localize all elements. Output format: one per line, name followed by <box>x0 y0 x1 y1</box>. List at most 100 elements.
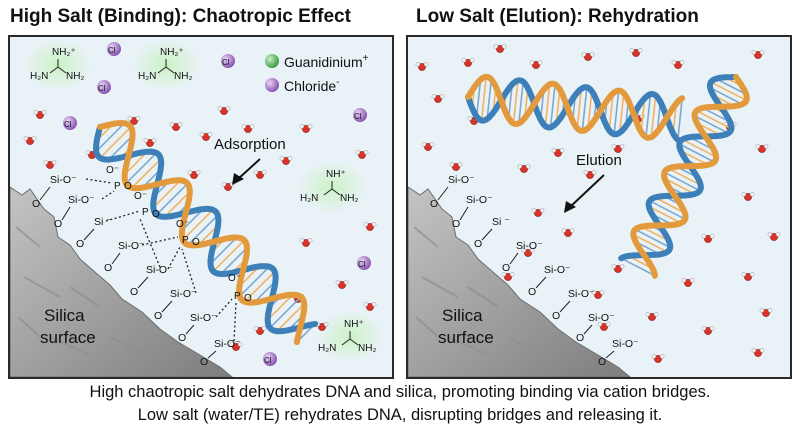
svg-text:Si-O⁻: Si-O⁻ <box>170 288 197 300</box>
dna-base-pair <box>576 88 583 129</box>
svg-text:H₂N: H₂N <box>138 71 156 82</box>
svg-text:Si-O⁻: Si-O⁻ <box>214 338 241 350</box>
dna-base-pair <box>512 80 519 124</box>
silica-surface-label: Silica <box>442 306 483 325</box>
dna-base-pair <box>181 208 204 231</box>
dna-base-pair <box>187 214 219 246</box>
dna-base-pair <box>555 89 561 124</box>
dna-base-pair <box>645 94 652 138</box>
dna-base-pair <box>267 294 294 321</box>
guanidinium-molecule: NH⁺ H₂N NH₂ <box>316 311 384 363</box>
svg-text:Cl: Cl <box>108 46 116 55</box>
guanidinium-legend-label: Guanidinium+ <box>284 53 369 70</box>
dna-double-helix <box>465 73 686 143</box>
dna-base-pair <box>518 81 524 124</box>
svg-text:Si ⁻: Si ⁻ <box>492 216 510 228</box>
svg-text:O: O <box>452 218 460 230</box>
dna-base-pair <box>212 239 245 272</box>
elution-label: Elution <box>576 152 622 169</box>
svg-text:O: O <box>32 198 40 210</box>
svg-text:Cl: Cl <box>98 84 106 93</box>
dna-base-pair <box>164 191 191 218</box>
silica-surface-label: Silica <box>44 306 85 325</box>
svg-text:O: O <box>178 332 186 344</box>
dna-base-pair <box>680 149 709 166</box>
dna-base-pair <box>649 200 686 220</box>
svg-text:Si-O⁻: Si-O⁻ <box>612 338 639 350</box>
svg-text:O: O <box>474 238 482 250</box>
right-panel-title: Low Salt (Elution): Rehydration <box>416 6 699 27</box>
dna-base-pair <box>480 76 487 121</box>
svg-text:Cl: Cl <box>222 58 230 67</box>
chloride-legend-label: Chloride- <box>284 77 339 94</box>
dna-backbone-strand <box>465 77 681 143</box>
svg-text:NH₂: NH₂ <box>66 71 84 82</box>
dna-double-helix <box>92 119 319 346</box>
dna-base-pair <box>108 135 134 161</box>
dna-backbone-strand <box>618 74 739 262</box>
dna-base-pair <box>640 98 646 133</box>
svg-text:P: P <box>114 181 121 192</box>
dna-base-pair <box>507 84 513 119</box>
svg-text:O: O <box>576 332 584 344</box>
svg-text:P: P <box>234 291 241 302</box>
chloride-ion: Cl <box>107 42 121 56</box>
dna-base-pair <box>124 151 148 175</box>
dna-base-pair <box>608 93 614 131</box>
dna-base-pair <box>648 205 682 224</box>
elution-arrow <box>564 174 605 213</box>
dna-base-pair <box>581 87 588 132</box>
silanol-groups: Si-O⁻O Si-O⁻O Si ⁻O Si-O⁻O Si-O⁻O Si-O⁻O… <box>430 174 639 368</box>
svg-text:O: O <box>152 209 160 220</box>
dna-base-pair <box>664 177 696 195</box>
silica-surface-label: surface <box>438 328 494 347</box>
svg-text:NH⁺: NH⁺ <box>344 319 364 330</box>
svg-text:O: O <box>76 238 84 250</box>
dna-base-pair <box>486 79 493 120</box>
svg-text:O: O <box>124 181 132 192</box>
svg-text:NH₂⁺: NH₂⁺ <box>52 47 76 58</box>
svg-text:NH₂: NH₂ <box>340 193 358 204</box>
svg-text:Cl: Cl <box>64 120 72 129</box>
guanidinium-legend-icon <box>265 54 279 68</box>
svg-text:O⁻: O⁻ <box>228 273 241 284</box>
svg-text:Si-O⁻: Si-O⁻ <box>190 312 217 324</box>
dna-base-pair <box>131 158 162 189</box>
svg-text:O: O <box>54 218 62 230</box>
dna-base-pair <box>152 179 182 209</box>
dna-backbone-strand <box>97 119 308 346</box>
caption-line-2: Low salt (water/TE) rehydrates DNA, disr… <box>137 406 663 424</box>
dna-base-pair <box>544 84 551 127</box>
dna-base-pair <box>634 228 671 249</box>
dna-base-pair <box>709 86 743 106</box>
svg-text:O: O <box>154 310 162 322</box>
chloride-ion: Cl <box>221 54 235 68</box>
dna-base-pair <box>587 91 593 129</box>
svg-text:Si ⁻: Si ⁻ <box>94 216 112 228</box>
dna-base-pair <box>269 296 302 329</box>
dna-base-pair <box>632 233 668 253</box>
dna-base-pair <box>475 79 482 117</box>
svg-text:Si-O⁻: Si-O⁻ <box>50 174 77 186</box>
dna-base-pair <box>668 167 701 186</box>
silica-surface-label: surface <box>40 328 96 347</box>
dna-base-pair <box>641 225 670 242</box>
guanidinium-molecule: NH⁺ H₂N NH₂ <box>298 161 366 213</box>
svg-text:Cl: Cl <box>264 356 272 365</box>
dna-base-pair <box>618 93 625 133</box>
dna-base-pair <box>681 138 717 158</box>
svg-text:O: O <box>502 262 510 274</box>
svg-text:H₂N: H₂N <box>300 193 318 204</box>
dna-base-pair <box>276 303 305 332</box>
svg-text:P: P <box>182 235 189 246</box>
phosphate-groups: PO⁻O PO⁻O PO⁻O PO⁻O <box>106 165 252 304</box>
adsorption-arrow <box>232 158 261 185</box>
chloride-ion: Cl <box>263 352 277 366</box>
svg-text:Si-O⁻: Si-O⁻ <box>516 240 543 252</box>
svg-text:Si-O⁻: Si-O⁻ <box>568 288 595 300</box>
svg-text:O: O <box>244 293 252 304</box>
svg-text:O: O <box>200 356 208 368</box>
svg-text:NH₂: NH₂ <box>358 343 376 354</box>
dna-base-pair <box>696 110 732 130</box>
svg-text:H₂N: H₂N <box>30 71 48 82</box>
